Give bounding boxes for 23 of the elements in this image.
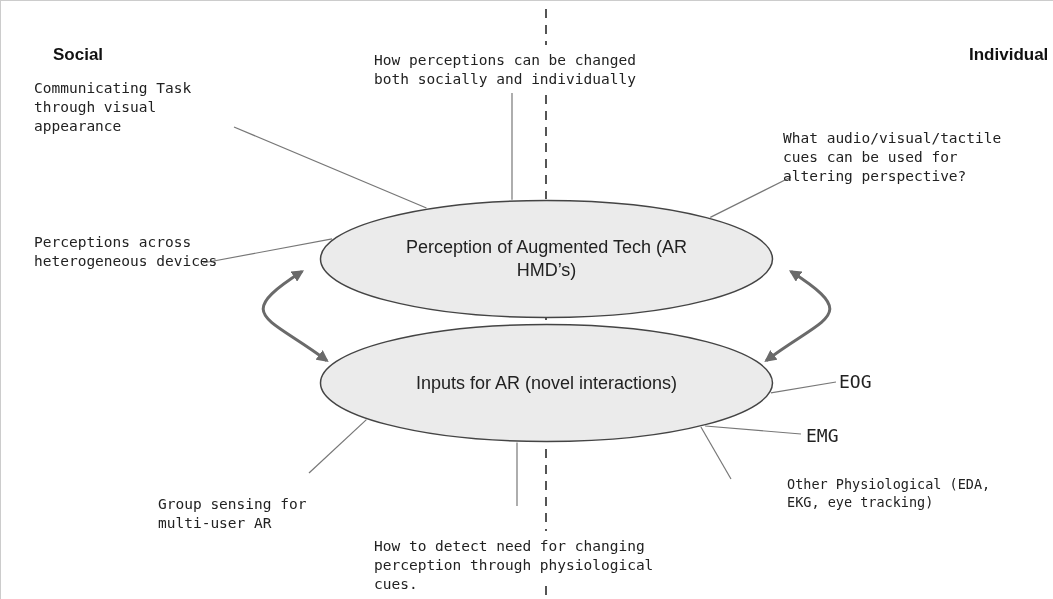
annotation-text: Communicating Task through visual appearance	[34, 79, 224, 136]
double-arrow	[764, 270, 832, 362]
annotation-text: How to detect need for changing perception through physiological cues.	[374, 537, 694, 594]
annotation-text: How perceptions can be changed both socially and individually	[374, 51, 674, 89]
node-label: Inputs for AR (novel interactions)	[414, 371, 679, 395]
leader-line	[233, 126, 428, 209]
node-label: Perception of Augmented Tech (AR HMD’s)	[405, 236, 688, 282]
side-heading: Social	[53, 45, 104, 65]
leader-line	[511, 92, 513, 201]
leader-line	[202, 238, 333, 264]
leader-line	[308, 419, 368, 474]
annotation-text: EOG	[839, 371, 872, 393]
leader-line	[704, 425, 802, 435]
annotation-text: What audio/visual/tactile cues can be used for altering perspective?	[783, 129, 1013, 186]
annotation-text: Group sensing for multi-user AR	[158, 495, 358, 533]
side-heading: Individual	[969, 45, 1049, 65]
annotation-text: Perceptions across heterogeneous devices	[34, 233, 234, 271]
leader-line	[516, 441, 518, 507]
annotation-text: Other Physiological (EDA, EKG, eye tracking)	[787, 475, 1017, 511]
annotation-text: EMG	[806, 425, 839, 447]
leader-line	[700, 426, 732, 480]
double-arrow	[261, 270, 329, 362]
leader-line	[770, 381, 837, 394]
